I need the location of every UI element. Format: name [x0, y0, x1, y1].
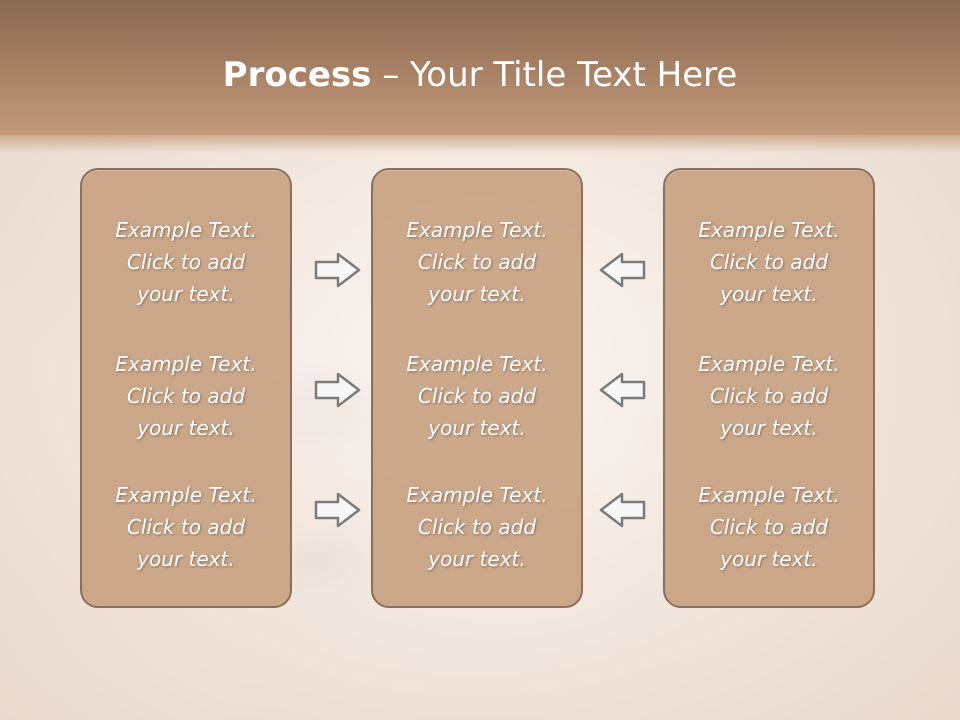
right-panel: Example Text. Click to add your text. Ex… — [663, 168, 875, 608]
left-panel-text-2-line-2: Click to add — [126, 384, 246, 408]
left-panel-text-2-line-1: Example Text. — [115, 352, 257, 376]
left-panel-text-1-line-2: Click to add — [126, 250, 246, 274]
left-panel-text-2-line-3: your text. — [137, 416, 235, 440]
center-panel-text-3-line-2: Click to add — [417, 515, 537, 539]
center-panel-text-2-line-1: Example Text. — [406, 352, 548, 376]
right-panel-text-1: Example Text. Click to add your text. — [665, 214, 873, 310]
center-panel-text-1-line-3: your text. — [428, 282, 526, 306]
left-panel-text-1-line-3: your text. — [137, 282, 235, 306]
arrow-left-icon — [597, 251, 647, 289]
right-panel-text-2-line-1: Example Text. — [698, 352, 840, 376]
center-panel-text-3: Example Text. Click to add your text. — [373, 479, 581, 575]
slide-title: Process – Your Title Text Here — [0, 54, 960, 96]
left-panel-text-2: Example Text. Click to add your text. — [82, 348, 290, 444]
title-text: Your Title Text Here — [410, 55, 738, 95]
center-panel-text-3-line-3: your text. — [428, 547, 526, 571]
center-panel-text-2-line-3: your text. — [428, 416, 526, 440]
right-panel-text-2: Example Text. Click to add your text. — [665, 348, 873, 444]
center-panel-text-3-line-1: Example Text. — [406, 483, 548, 507]
right-panel-text-3-line-3: your text. — [720, 547, 818, 571]
left-panel-text-3-line-1: Example Text. — [115, 483, 257, 507]
center-panel-text-1: Example Text. Click to add your text. — [373, 214, 581, 310]
title-strong: Process — [222, 55, 372, 95]
left-panel-text-3: Example Text. Click to add your text. — [82, 479, 290, 575]
arrow-right-icon — [313, 251, 363, 289]
title-band — [0, 0, 960, 153]
right-panel-text-3-line-2: Click to add — [709, 515, 829, 539]
left-panel-text-3-line-2: Click to add — [126, 515, 246, 539]
center-panel-text-1-line-2: Click to add — [417, 250, 537, 274]
left-panel-text-3-line-3: your text. — [137, 547, 235, 571]
right-panel-text-3: Example Text. Click to add your text. — [665, 479, 873, 575]
right-panel-text-2-line-2: Click to add — [709, 384, 829, 408]
arrow-right-icon — [313, 491, 363, 529]
center-panel-text-2: Example Text. Click to add your text. — [373, 348, 581, 444]
right-panel-text-1-line-1: Example Text. — [698, 218, 840, 242]
left-panel: Example Text. Click to add your text. Ex… — [80, 168, 292, 608]
left-panel-text-1: Example Text. Click to add your text. — [82, 214, 290, 310]
title-dash: – — [371, 55, 411, 95]
arrow-left-icon — [597, 371, 647, 409]
left-panel-text-1-line-1: Example Text. — [115, 218, 257, 242]
center-panel-text-2-line-2: Click to add — [417, 384, 537, 408]
arrow-right-icon — [313, 371, 363, 409]
right-panel-text-1-line-2: Click to add — [709, 250, 829, 274]
arrow-left-icon — [597, 491, 647, 529]
right-panel-text-3-line-1: Example Text. — [698, 483, 840, 507]
center-panel: Example Text. Click to add your text. Ex… — [371, 168, 583, 608]
right-panel-text-2-line-3: your text. — [720, 416, 818, 440]
center-panel-text-1-line-1: Example Text. — [406, 218, 548, 242]
right-panel-text-1-line-3: your text. — [720, 282, 818, 306]
